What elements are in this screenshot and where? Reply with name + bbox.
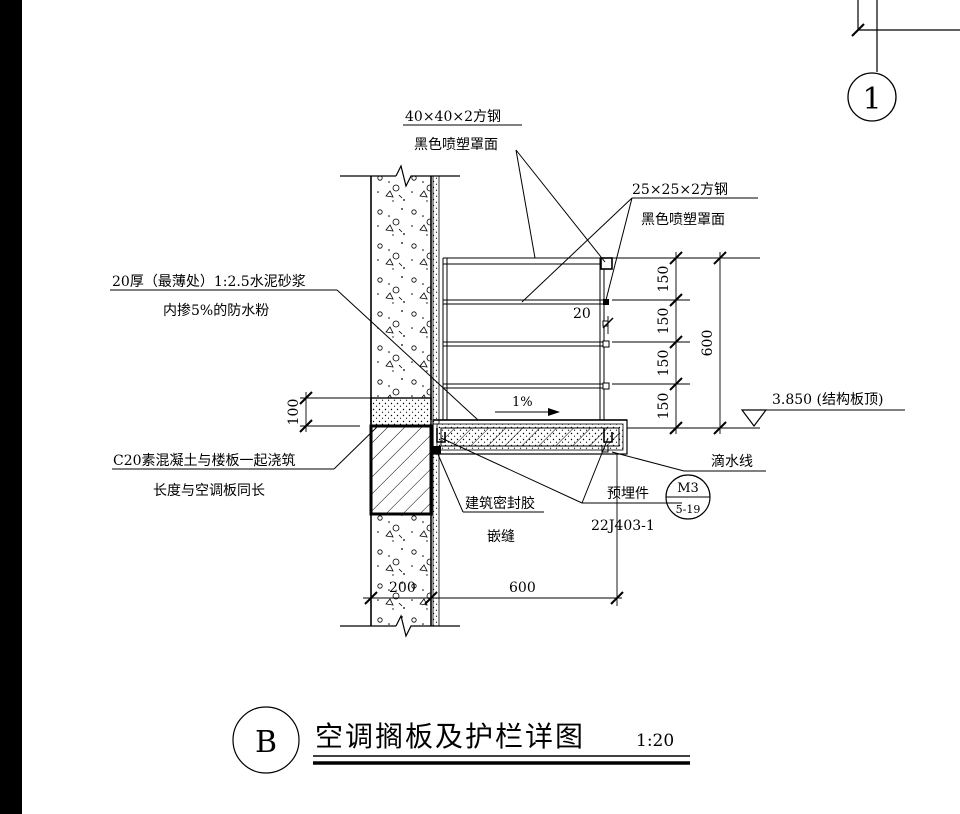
- frame-border: [0, 0, 22, 814]
- title-block: B 空调搁板及护栏详图 1:20: [232, 706, 690, 774]
- dim-slab-length: 600: [509, 580, 536, 596]
- concrete-curb: [369, 397, 433, 516]
- dim-rail-gap-1: 150: [656, 266, 672, 293]
- elevation-label: 3.850 (结构板顶): [772, 392, 883, 408]
- label-steel-25-line2: 黑色喷塑罩面: [641, 211, 725, 228]
- dim-curb-height: 100: [286, 399, 302, 426]
- leader-steel-40: 40×40×2方钢 黑色喷塑罩面: [403, 109, 606, 263]
- dim-rail-gap-4: 150: [656, 393, 672, 420]
- grid-axis-label: 1: [862, 82, 881, 117]
- ref-top: M3: [677, 481, 699, 496]
- curb-dimension: 100: [286, 391, 371, 433]
- dim-rail-offset: 20: [573, 306, 591, 322]
- dim-rail-gap-2: 150: [656, 308, 672, 335]
- label-steel-40-line1: 40×40×2方钢: [405, 109, 501, 125]
- label-mortar-line1: 20厚（最薄处）1:2.5水泥砂浆: [112, 274, 306, 290]
- leader-embedded-part: 预埋件 M3 5-19 22J403-1: [440, 437, 711, 534]
- grid-axis-1: 1: [847, 0, 960, 122]
- leader-mortar: 20厚（最薄处）1:2.5水泥砂浆 内掺5%的防水粉: [110, 274, 479, 421]
- leader-steel-25: 25×25×2方钢 黑色喷塑罩面: [521, 182, 758, 303]
- label-drip-line: 滴水线: [711, 453, 753, 470]
- detail-mark: B: [255, 725, 277, 760]
- label-mortar-line2: 内掺5%的防水粉: [163, 302, 269, 319]
- dim-rail-total: 600: [700, 330, 716, 357]
- railing: [442, 257, 613, 420]
- dim-wall-thickness: 200: [389, 580, 416, 596]
- ac-slab: [431, 419, 628, 455]
- drawing-title: 空调搁板及护栏详图: [315, 720, 585, 753]
- slope-indicator: 1%: [495, 395, 560, 416]
- slope-label: 1%: [512, 395, 533, 410]
- label-atlas: 22J403-1: [591, 518, 655, 534]
- label-sealant-line2: 嵌缝: [487, 529, 515, 545]
- leader-drip-line: 滴水线: [611, 451, 766, 472]
- elevation-marker: 3.850 (结构板顶): [740, 392, 905, 427]
- label-concrete-line1: C20素混凝土与楼板一起浇筑: [113, 453, 296, 469]
- drawing-scale: 1:20: [636, 731, 674, 751]
- label-steel-25-line1: 25×25×2方钢: [632, 182, 728, 198]
- bottom-dimensions: 200 600: [363, 454, 624, 606]
- label-concrete-line2: 长度与空调板同长: [153, 483, 265, 499]
- dim-rail-gap-3: 150: [656, 350, 672, 377]
- leader-concrete: C20素混凝土与楼板一起浇筑 长度与空调板同长: [112, 425, 379, 499]
- leader-sealant: 建筑密封胶 嵌缝: [436, 451, 544, 545]
- label-embedded-part: 预埋件: [607, 486, 649, 502]
- railing-dimensions: 150 150 150 150 600 20: [573, 251, 760, 435]
- label-steel-40-line2: 黑色喷塑罩面: [414, 136, 498, 153]
- ref-bottom: 5-19: [676, 503, 701, 516]
- label-sealant-line1: 建筑密封胶: [465, 495, 535, 512]
